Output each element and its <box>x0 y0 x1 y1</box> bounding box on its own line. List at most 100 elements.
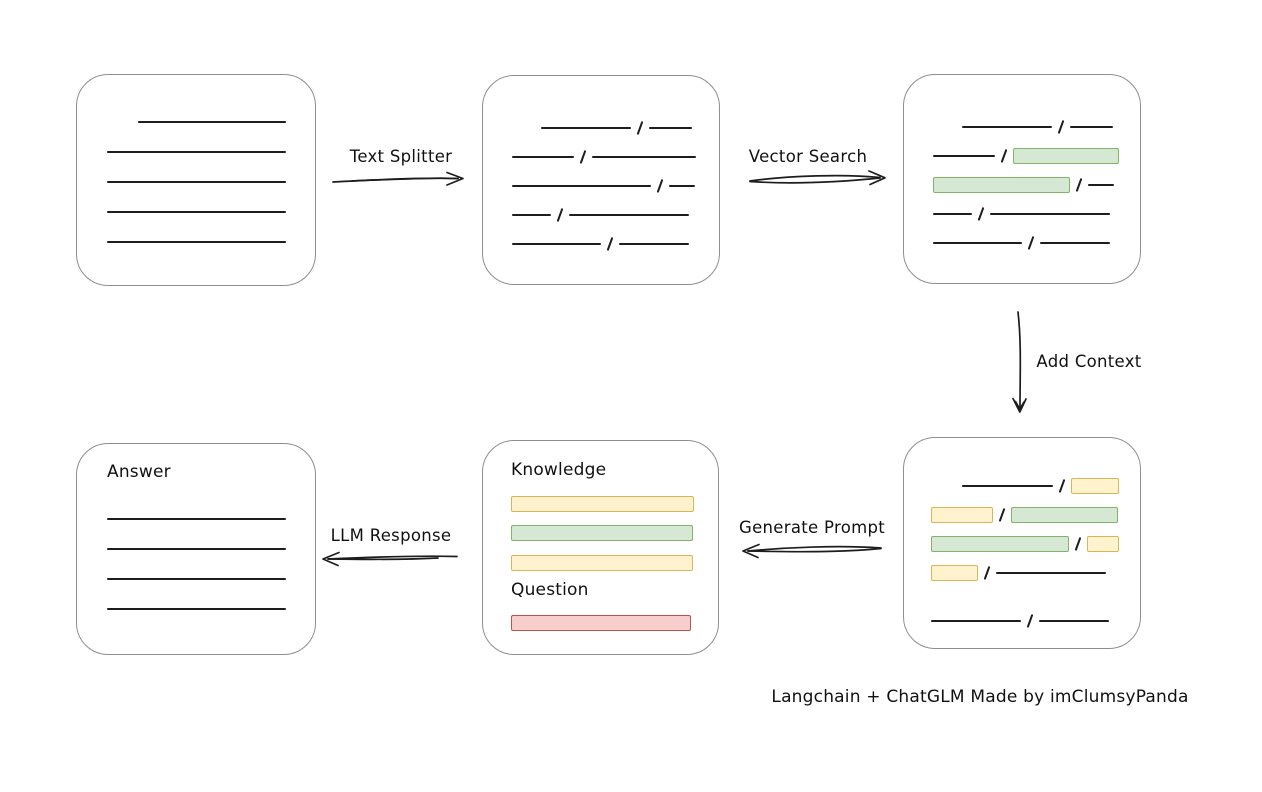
text-line <box>541 127 631 129</box>
slash-divider <box>1075 178 1083 192</box>
slash-divider <box>1000 149 1008 163</box>
chunk-bar-yellow <box>511 496 694 512</box>
box-row <box>77 234 315 250</box>
box-row <box>483 149 719 165</box>
box-row: Question <box>483 579 718 601</box>
text-line <box>107 181 286 183</box>
text-line <box>996 572 1107 574</box>
answer-content: Answer <box>77 444 315 654</box>
source-document-box <box>76 74 316 286</box>
slash-divider <box>977 207 985 221</box>
chunk-bar-green <box>1011 507 1119 523</box>
text-line <box>649 127 693 129</box>
box-row <box>904 613 1140 629</box>
slash-divider <box>656 179 664 193</box>
slash-divider <box>1026 614 1034 628</box>
text-line <box>619 243 690 245</box>
knowledge-label: Knowledge <box>511 460 607 480</box>
box-row <box>904 177 1140 193</box>
split-chunks-box <box>482 75 720 285</box>
text-line <box>933 155 995 157</box>
add-context-arrow <box>1012 311 1027 413</box>
text-line <box>1088 184 1115 186</box>
box-row <box>483 120 719 136</box>
box-row <box>77 571 315 587</box>
generate-prompt-label: Generate Prompt <box>739 518 885 537</box>
box-row <box>77 204 315 220</box>
text-line <box>107 211 286 213</box>
box-row: Knowledge <box>483 459 718 481</box>
vector-matches-box <box>903 74 1141 284</box>
vector-matches-content <box>904 75 1140 283</box>
text-splitter-arrow <box>332 171 464 186</box>
split-chunks-content <box>483 76 719 284</box>
vector-search-label: Vector Search <box>748 147 868 166</box>
text-line <box>1039 620 1110 622</box>
slash-divider <box>1074 537 1082 551</box>
text-line <box>962 485 1053 487</box>
context-chunks-content <box>904 438 1140 648</box>
text-line <box>962 126 1052 128</box>
source-document-content <box>77 75 315 285</box>
chunk-bar-yellow <box>1087 536 1120 552</box>
text-line <box>1070 126 1114 128</box>
box-row <box>904 536 1140 552</box>
box-row <box>483 555 718 571</box>
box-row <box>77 174 315 190</box>
llm-response-arrow <box>322 551 458 567</box>
chunk-bar-yellow <box>1071 478 1120 494</box>
llm-response-label: LLM Response <box>330 526 452 545</box>
credit-caption: Langchain + ChatGLM Made by imClumsyPand… <box>771 687 1189 707</box>
box-row <box>77 114 315 130</box>
text-line <box>933 242 1022 244</box>
text-splitter-label: Text Splitter <box>349 147 453 166</box>
box-row <box>77 144 315 160</box>
generate-prompt-arrow <box>742 543 882 559</box>
box-row <box>904 507 1140 523</box>
vector-search-arrow <box>749 170 886 186</box>
chunk-bar-yellow <box>931 507 993 523</box>
context-chunks-box <box>903 437 1141 649</box>
answer-label: Answer <box>107 462 171 482</box>
chunk-bar-green <box>511 525 693 541</box>
box-row <box>904 206 1140 222</box>
text-line <box>138 121 286 123</box>
slash-divider <box>636 121 644 135</box>
box-row <box>483 496 718 512</box>
slash-divider <box>606 237 614 251</box>
slash-divider <box>998 508 1006 522</box>
text-line <box>669 185 696 187</box>
slash-divider <box>579 150 587 164</box>
box-row <box>904 565 1140 581</box>
text-line <box>107 608 286 610</box>
text-line <box>107 578 286 580</box>
question-label: Question <box>511 580 589 600</box>
chunk-bar-yellow <box>931 565 978 581</box>
text-line <box>512 185 651 187</box>
text-line <box>512 243 601 245</box>
box-row <box>483 207 719 223</box>
text-line <box>107 548 286 550</box>
add-context-label: Add Context <box>1036 352 1142 371</box>
chunk-bar-yellow <box>511 555 693 571</box>
box-row <box>77 541 315 557</box>
box-row: Answer <box>77 461 315 483</box>
box-row <box>77 511 315 527</box>
chunk-bar-red <box>511 615 691 631</box>
text-line <box>569 214 690 216</box>
text-line <box>107 151 286 153</box>
slash-divider <box>1027 236 1035 250</box>
chunk-bar-green <box>931 536 1069 552</box>
slash-divider <box>1058 479 1066 493</box>
slash-divider <box>1057 120 1065 134</box>
box-row <box>904 235 1140 251</box>
text-line <box>107 518 286 520</box>
box-row <box>904 478 1140 494</box>
box-row <box>483 615 718 631</box>
answer-box: Answer <box>76 443 316 655</box>
chunk-bar-green <box>1013 148 1120 164</box>
text-line <box>1040 242 1111 244</box>
